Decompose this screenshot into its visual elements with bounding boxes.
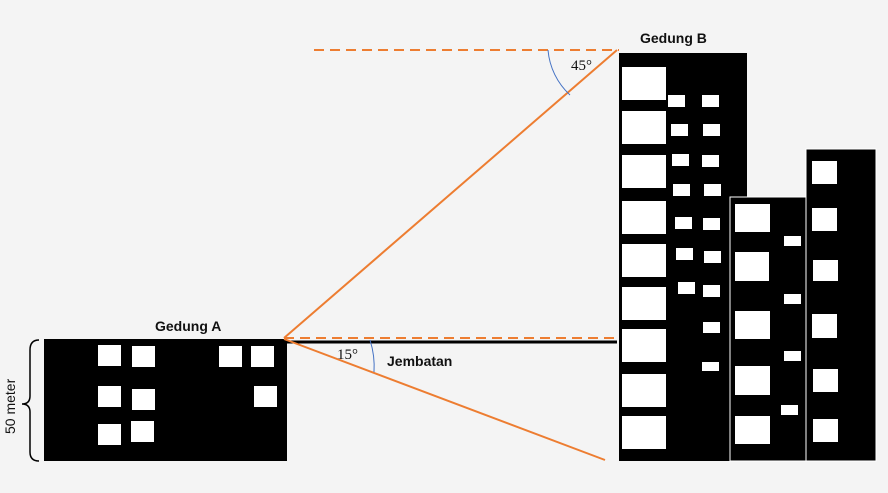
- window: [254, 386, 277, 407]
- window: [735, 366, 770, 395]
- window: [812, 208, 837, 231]
- window: [622, 244, 666, 277]
- building-b: [619, 53, 747, 461]
- window: [622, 416, 666, 449]
- window: [671, 124, 688, 136]
- building-a-windows: [98, 345, 277, 445]
- window: [812, 314, 837, 338]
- building-a-label: Gedung A: [155, 318, 221, 334]
- window: [622, 111, 666, 144]
- window: [735, 311, 770, 339]
- window: [675, 217, 692, 229]
- window: [735, 204, 770, 232]
- window: [813, 369, 838, 392]
- window: [781, 405, 798, 415]
- window: [672, 154, 689, 166]
- window: [98, 345, 121, 366]
- window: [676, 248, 693, 260]
- window: [622, 287, 666, 320]
- window: [622, 201, 666, 234]
- window: [813, 419, 838, 442]
- window: [784, 294, 801, 304]
- window: [784, 236, 801, 246]
- window: [622, 155, 666, 188]
- building-middle-windows: [735, 204, 801, 444]
- window: [702, 95, 719, 107]
- window: [622, 67, 666, 100]
- line-of-sight-up: [283, 49, 618, 339]
- window: [622, 374, 666, 407]
- building-a-body: [44, 339, 287, 461]
- window: [704, 251, 721, 263]
- angle-arc-bottom: [369, 339, 375, 373]
- window: [703, 285, 720, 297]
- height-label: 50 meter: [2, 378, 18, 434]
- window: [678, 282, 695, 294]
- building-a: [44, 339, 287, 461]
- line-of-sight-down: [283, 338, 606, 461]
- bridge-label: Jembatan: [387, 353, 452, 369]
- window: [735, 252, 769, 281]
- window: [703, 218, 720, 230]
- window: [622, 329, 666, 362]
- window: [813, 260, 838, 281]
- window: [703, 322, 720, 333]
- angle-bottom-label: 15°: [337, 347, 358, 363]
- building-right: [805, 148, 877, 462]
- window: [131, 421, 154, 442]
- sight-lines: [283, 49, 619, 461]
- window: [784, 351, 801, 361]
- window: [812, 161, 837, 184]
- angle-arc-top: [547, 49, 571, 96]
- height-brace: [21, 339, 40, 462]
- window: [98, 424, 121, 445]
- window: [702, 155, 719, 167]
- window: [251, 346, 274, 367]
- building-middle: [729, 196, 807, 462]
- window: [735, 416, 770, 444]
- building-b-windows: [622, 67, 721, 449]
- building-b-label: Gedung B: [640, 30, 707, 46]
- window: [703, 124, 720, 136]
- window: [132, 346, 155, 367]
- window: [668, 95, 685, 107]
- building-right-body: [805, 148, 877, 462]
- building-right-windows: [812, 161, 838, 442]
- window: [98, 386, 121, 407]
- window: [673, 184, 690, 196]
- window: [704, 184, 721, 196]
- window: [219, 346, 242, 367]
- window: [132, 389, 155, 410]
- window: [702, 362, 719, 371]
- angle-top-label: 45°: [571, 58, 592, 74]
